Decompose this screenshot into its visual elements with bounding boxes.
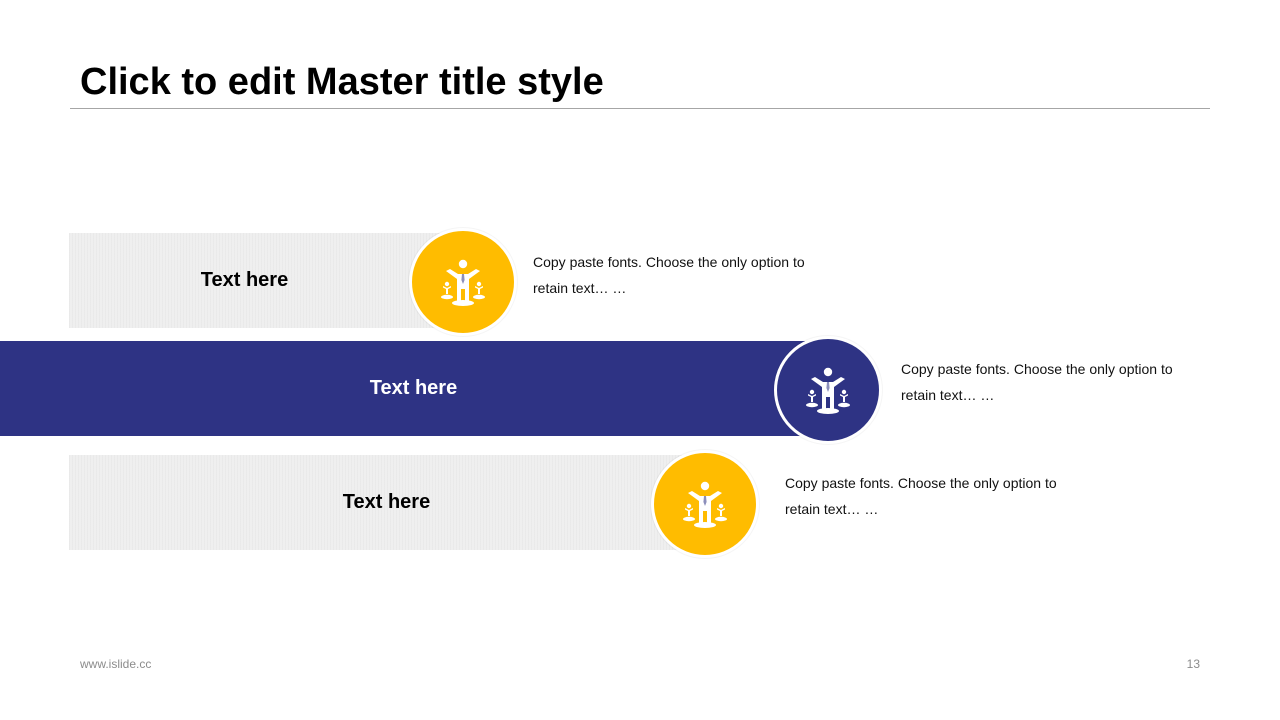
balance-person-icon (441, 259, 485, 306)
row-1-label: Text here (200, 269, 289, 291)
row-3-description: Copy paste fonts. Choose the only option… (785, 475, 1057, 517)
row-1-description: Copy paste fonts. Choose the only option… (533, 254, 805, 296)
row-3-label: Text here (342, 491, 431, 513)
title-divider (70, 108, 1210, 109)
slide-title[interactable]: Click to edit Master title style (80, 61, 604, 103)
row-2-description: Copy paste fonts. Choose the only option… (901, 361, 1173, 403)
row-2-bar[interactable]: Text here (0, 341, 805, 436)
row-1-bar[interactable]: Text here (69, 233, 440, 328)
row-1-icon-circle (409, 228, 517, 336)
footer-url[interactable]: www.islide.cc (80, 657, 152, 671)
row-3-icon-circle (651, 450, 759, 558)
row-2-label: Text here (369, 377, 458, 399)
page-number: 13 (1186, 657, 1200, 671)
row-3-bar[interactable]: Text here (69, 455, 682, 550)
balance-person-icon (806, 367, 850, 414)
balance-person-icon (683, 481, 727, 528)
row-2-icon-circle (774, 336, 882, 444)
